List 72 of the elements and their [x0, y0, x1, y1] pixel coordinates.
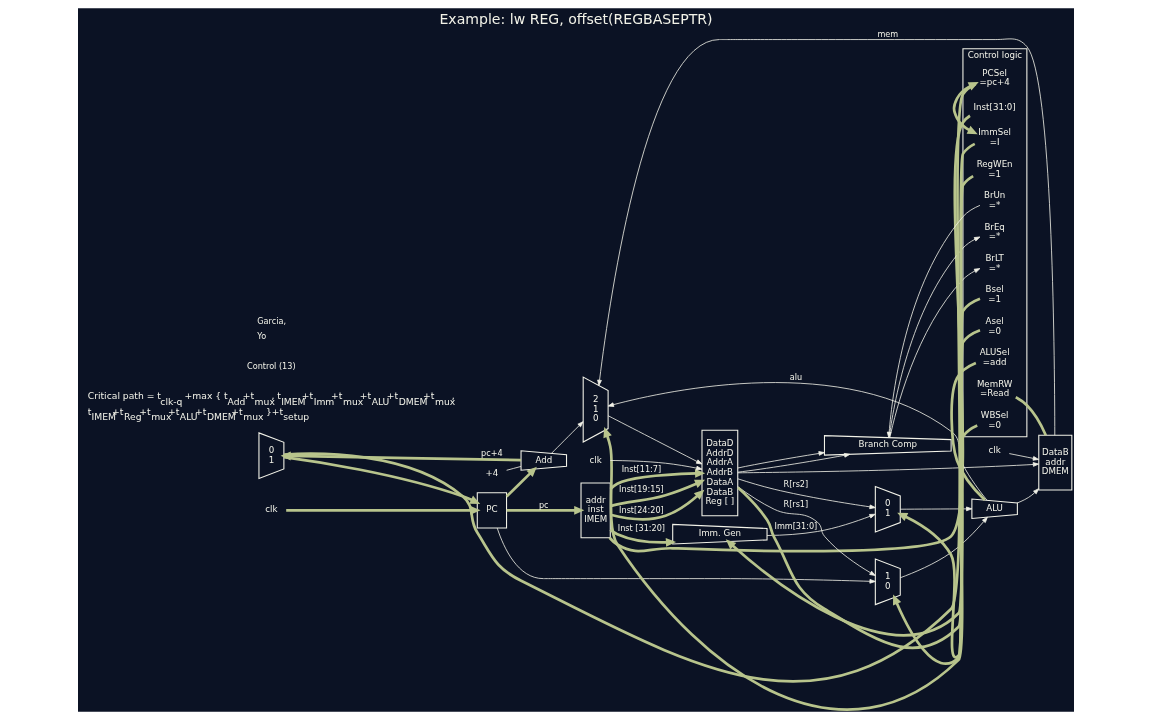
arrow: [610, 479, 706, 508]
arrow: [737, 462, 1040, 474]
arrow: [496, 527, 876, 584]
arrow: [886, 204, 981, 438]
arrow: [597, 38, 1056, 436]
arrow: [766, 513, 876, 536]
node-box: Imm. Gen: [672, 523, 768, 545]
node-box: ALU: [971, 498, 1018, 520]
node-text: PCSel =pc+4: [979, 67, 1010, 88]
edge-label: Inst[19:15]: [619, 484, 664, 495]
node-text: WBSel =0: [980, 410, 1009, 430]
edge-label: Inst [31:20]: [617, 523, 666, 534]
edge-label: R[rs1]: [783, 498, 809, 509]
node-box: 0 1: [258, 432, 285, 480]
arrow: [283, 455, 481, 504]
node-text: clk: [988, 444, 1001, 455]
arrow: [889, 268, 981, 438]
arrow: [1016, 488, 1040, 504]
node-box: Add: [520, 450, 568, 471]
node-box: addr inst IMEM: [580, 482, 611, 539]
label: Control (13): [247, 360, 296, 371]
node-box: 0 1: [874, 485, 901, 533]
arrow: [1008, 453, 1040, 461]
node-text: Bsel =1: [985, 284, 1004, 305]
connector: [506, 466, 522, 471]
connector: [608, 114, 971, 553]
node-text: BrUn =*: [983, 190, 1006, 210]
edge-label: mem: [877, 28, 899, 39]
arrow: [737, 478, 876, 510]
arrow: [899, 516, 988, 579]
edge-label: Inst[11:7]: [621, 463, 662, 474]
label: Garcia, Yo: [257, 315, 286, 341]
edge-label: R[rs2]: [783, 478, 809, 489]
arrow: [609, 528, 677, 547]
arrow: [952, 82, 979, 135]
edge-label: pc+4: [481, 448, 503, 459]
node-text: ALUSel =add: [979, 347, 1010, 368]
connector: [1015, 396, 1047, 436]
node-text: clk: [589, 454, 602, 465]
arrow: [286, 505, 481, 515]
node-text: MemRW =Read: [976, 378, 1013, 399]
arrow: [609, 460, 703, 471]
arrow: [603, 424, 978, 711]
arrow: [505, 466, 537, 498]
arrow: [551, 421, 584, 454]
edge-label: Imm[31:0]: [774, 520, 818, 531]
node-box: DataB addr DMEM: [1038, 434, 1073, 491]
node-text: Inst[31:0]: [973, 102, 1016, 113]
arrow: [607, 382, 988, 501]
node-text: ImmSel =I: [978, 127, 1011, 148]
edge-label: Inst[24:20]: [619, 505, 664, 516]
arrow: [737, 451, 825, 469]
edge-label: pc: [538, 499, 549, 510]
connector: [284, 82, 977, 683]
node-text: clk: [265, 504, 278, 515]
diagram-title: Example: lw REG, offset(REGBASEPTR): [439, 10, 713, 27]
arrow: [506, 505, 585, 515]
edge-label: alu: [789, 372, 803, 383]
node-text: BrLT =*: [985, 253, 1004, 273]
node-text: BrEq =*: [984, 221, 1005, 242]
arrow: [899, 506, 973, 512]
node-box: DataD AddrD AddrA AddrB DataA DataB Reg [ ]: [701, 429, 739, 517]
connector: [950, 361, 986, 502]
arrow: [610, 489, 705, 521]
arrow: [737, 486, 876, 576]
node-box: PC: [476, 492, 508, 529]
arrow: [737, 453, 851, 473]
node-text: RegWEn =1: [976, 158, 1013, 179]
node-text: +4: [485, 468, 499, 479]
node-text: Asel =0: [985, 315, 1004, 336]
arrow: [607, 415, 703, 465]
arrow: [888, 236, 981, 438]
